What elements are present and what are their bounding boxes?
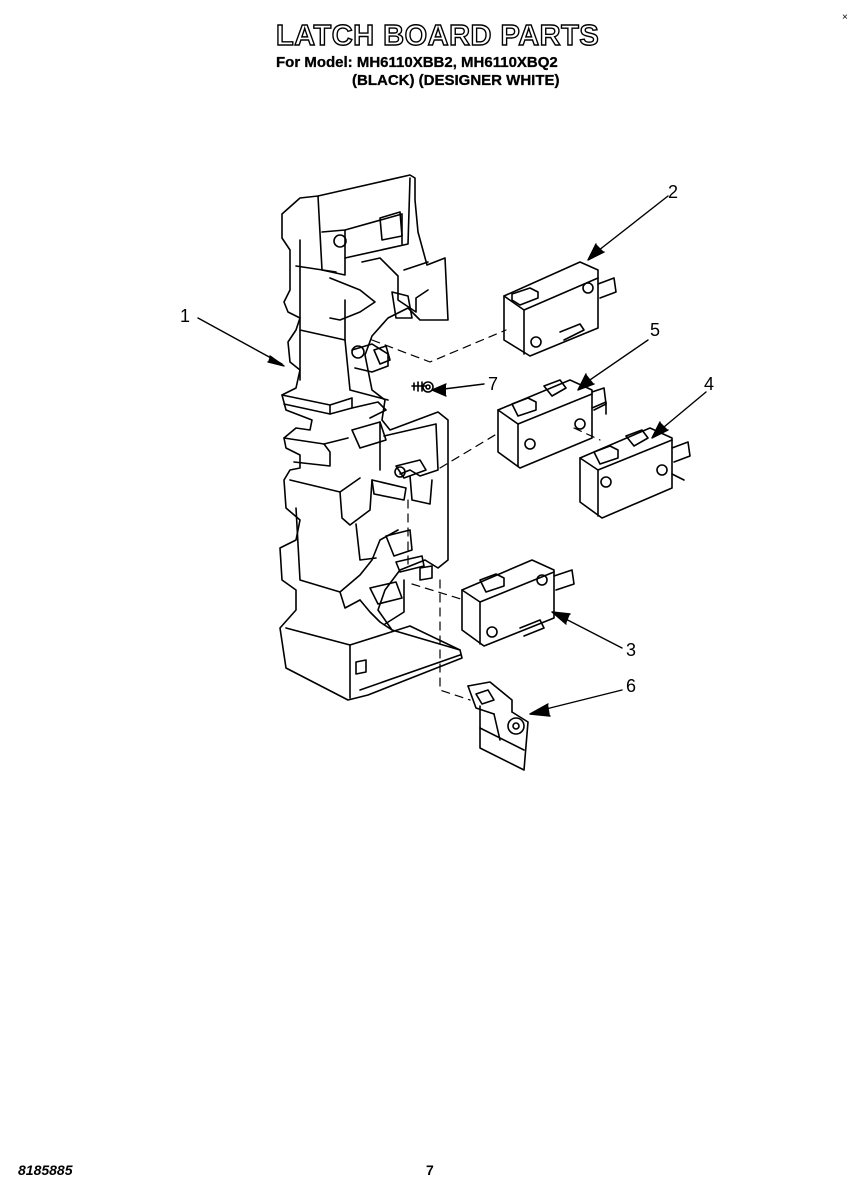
corner-mark: ×	[842, 12, 848, 23]
page-title: LATCH BOARD PARTS	[275, 19, 600, 52]
switch-part-2	[503, 261, 617, 357]
document-number: 8185885	[18, 1162, 73, 1178]
callout-5: 5	[650, 320, 660, 340]
callout-2: 2	[668, 182, 678, 202]
page-number: 7	[426, 1162, 434, 1178]
leader-lines	[197, 195, 707, 717]
lever-part	[467, 681, 529, 771]
model-line: For Model: MH6110XBB2, MH6110XBQ2	[276, 54, 558, 71]
color-line: (BLACK) (DESIGNER WHITE)	[352, 72, 560, 89]
callout-3: 3	[626, 640, 636, 660]
callout-4: 4	[704, 374, 714, 394]
assembly-lines	[371, 329, 601, 701]
callout-7: 7	[488, 374, 498, 394]
callout-6: 6	[626, 676, 636, 696]
screw-part	[411, 381, 434, 393]
switch-part-5	[497, 379, 607, 469]
callout-1: 1	[180, 306, 190, 326]
latch-board-part	[279, 174, 463, 701]
switch-part-3	[461, 559, 575, 647]
switch-part-4	[579, 427, 691, 519]
